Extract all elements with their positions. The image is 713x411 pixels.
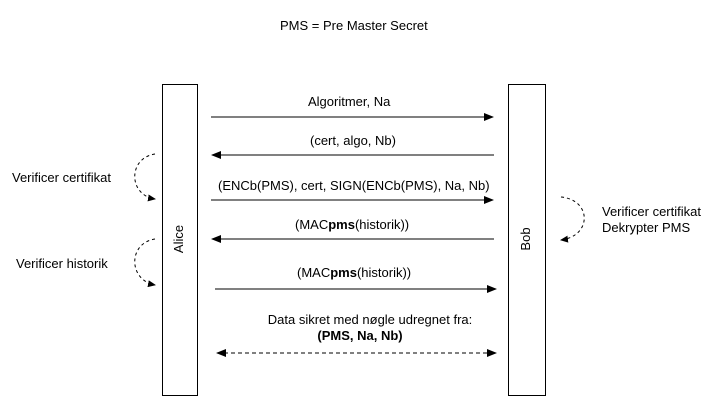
bob-note-decrypt-pms: Dekrypter PMS xyxy=(602,220,691,235)
message-m3-label: (ENCb(PMS), cert, SIGN(ENCb(PMS), Na, Nb… xyxy=(218,178,490,193)
alice-lifeline xyxy=(162,84,198,396)
message-m5-label: (MACpms(historik)) xyxy=(297,265,411,281)
message-m4-label: (MACpms(historik)) xyxy=(295,217,409,233)
bob-lifeline xyxy=(508,84,546,396)
message-m2-label: (cert, algo, Nb) xyxy=(310,133,396,148)
message-m1-label: Algoritmer, Na xyxy=(308,94,391,109)
alice-note-verify-history: Verificer historik xyxy=(16,256,108,271)
message-m4-suffix: (historik)) xyxy=(354,217,410,232)
message-m4-subscript: pms xyxy=(328,217,355,232)
message-m5-prefix: (MAC xyxy=(297,265,331,280)
message-m5-suffix: (historik)) xyxy=(356,265,412,280)
alice-note-verify-cert: Verificer certifikat xyxy=(12,170,111,185)
diagram-title: PMS = Pre Master Secret xyxy=(280,18,428,33)
bob-verify-loop xyxy=(560,196,585,243)
alice-verify-cert-loop xyxy=(134,153,156,202)
message-m5-subscript: pms xyxy=(330,265,357,280)
message-m6-line1: Data sikret med nøgle udregnet fra: xyxy=(267,312,473,327)
bob-note-verify-cert: Verificer certifikat xyxy=(602,204,701,219)
alice-verify-history-loop xyxy=(134,238,156,288)
message-m6-line2: (PMS, Na, Nb) xyxy=(317,328,403,343)
message-m4-prefix: (MAC xyxy=(295,217,329,232)
